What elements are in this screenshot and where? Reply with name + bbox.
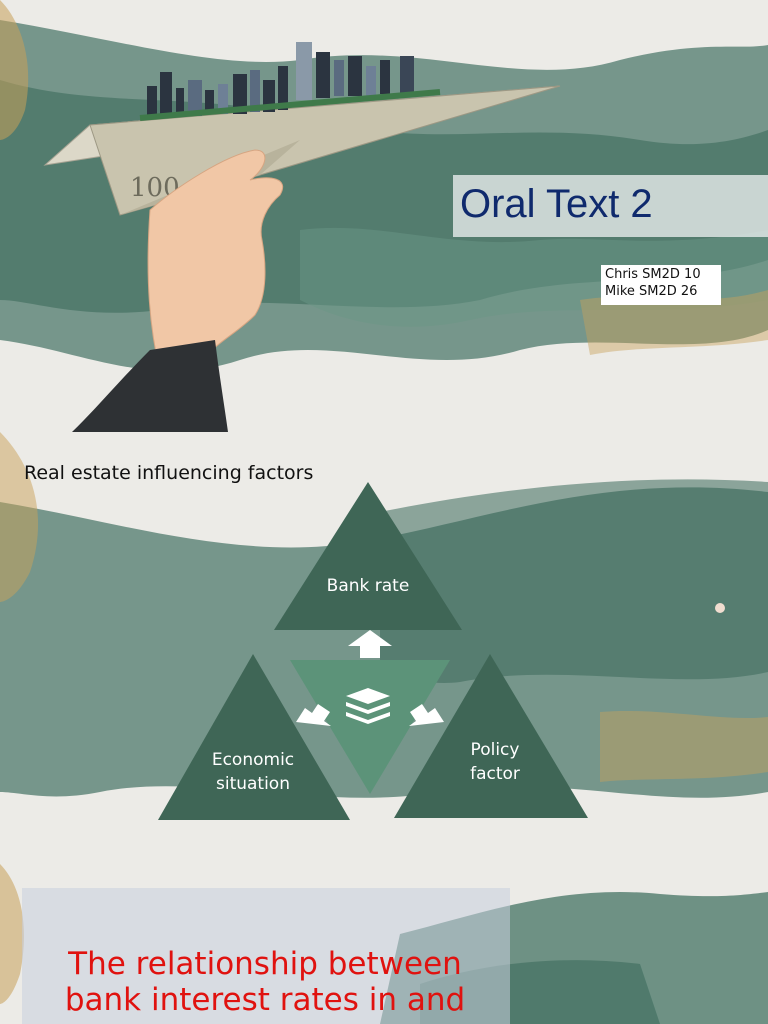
policy-factor-label: Policy factor xyxy=(470,740,520,784)
title-box xyxy=(453,175,768,237)
factors-triangle-diagram xyxy=(158,482,588,820)
relationship-text-box xyxy=(22,888,510,1024)
economic-situation-label: Economic situation xyxy=(211,750,295,794)
author-name: Chris SM2D 10 xyxy=(605,267,701,282)
title-slide: 100 Oral Text 2 Chris SM2D 10 Mike SM2D … xyxy=(0,0,768,432)
paper-plane-illustration: 100 xyxy=(43,42,561,432)
factors-slide: Real estate influencing factors Bank rat… xyxy=(0,432,768,864)
slide-title: Oral Text 2 xyxy=(460,182,653,226)
left-triangle xyxy=(158,654,350,820)
arrow-down-left-icon xyxy=(296,704,331,726)
slide-heading: Real estate influencing factors xyxy=(24,462,314,484)
layers-icon xyxy=(346,688,390,724)
authors-box: Chris SM2D 10 Mike SM2D 26 xyxy=(601,265,721,305)
arrow-icons xyxy=(296,630,444,726)
top-triangle xyxy=(274,482,462,630)
author-name: Mike SM2D 26 xyxy=(605,284,698,299)
center-triangle xyxy=(290,660,450,794)
bank-rate-label: Bank rate xyxy=(326,576,410,596)
right-triangle xyxy=(394,654,588,818)
arrow-up-icon xyxy=(348,630,392,658)
arrow-down-right-icon xyxy=(409,704,444,726)
relationship-text: The relationship between bank interest r… xyxy=(64,946,466,1018)
